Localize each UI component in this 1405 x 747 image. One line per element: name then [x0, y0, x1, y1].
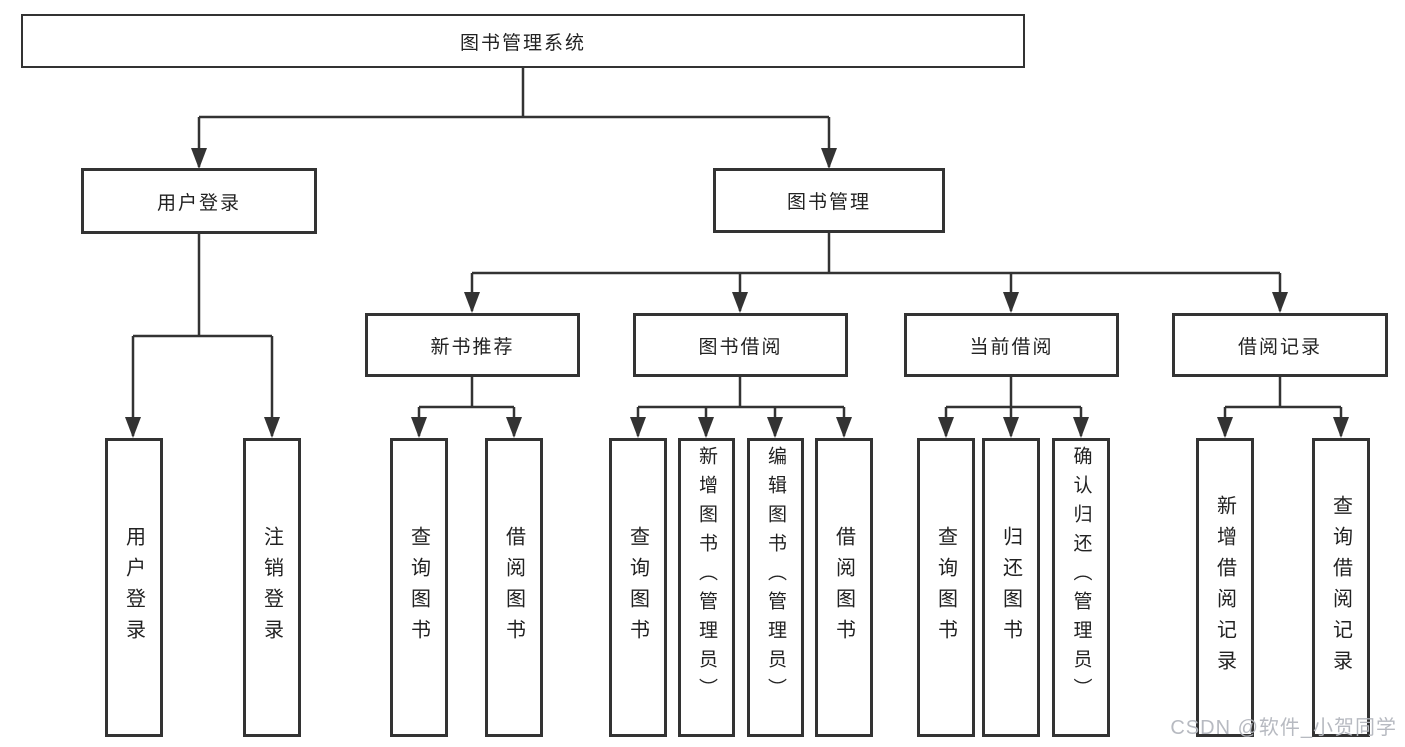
leaf-query-books-recommend: 查询图书 — [390, 438, 448, 737]
leaf-add-book-admin: 新增图书（管理员） — [678, 438, 735, 737]
leaf-add-borrow-record: 新增借阅记录 — [1196, 438, 1254, 737]
node-current-borrow: 当前借阅 — [904, 313, 1119, 377]
leaf-logout: 注销登录 — [243, 438, 301, 737]
arrowheads — [125, 148, 1349, 438]
node-user-login: 用户登录 — [81, 168, 317, 234]
leaf-user-login: 用户登录 — [105, 438, 163, 737]
node-new-book-recommend: 新书推荐 — [365, 313, 580, 377]
leaf-query-borrow-record: 查询借阅记录 — [1312, 438, 1370, 737]
leaf-query-books-borrow: 查询图书 — [609, 438, 667, 737]
leaf-confirm-return-admin: 确认归还（管理员） — [1052, 438, 1110, 737]
leaf-borrow-books-borrow: 借阅图书 — [815, 438, 873, 737]
node-root: 图书管理系统 — [21, 14, 1025, 68]
watermark: CSDN @软件_小贺同学 — [1170, 717, 1397, 739]
leaf-return-book: 归还图书 — [982, 438, 1040, 737]
node-book-borrow: 图书借阅 — [633, 313, 848, 377]
leaf-query-books-current: 查询图书 — [917, 438, 975, 737]
leaf-borrow-books-recommend: 借阅图书 — [485, 438, 543, 737]
node-book-management: 图书管理 — [713, 168, 945, 233]
node-borrow-records: 借阅记录 — [1172, 313, 1388, 377]
leaf-edit-book-admin: 编辑图书（管理员） — [747, 438, 804, 737]
